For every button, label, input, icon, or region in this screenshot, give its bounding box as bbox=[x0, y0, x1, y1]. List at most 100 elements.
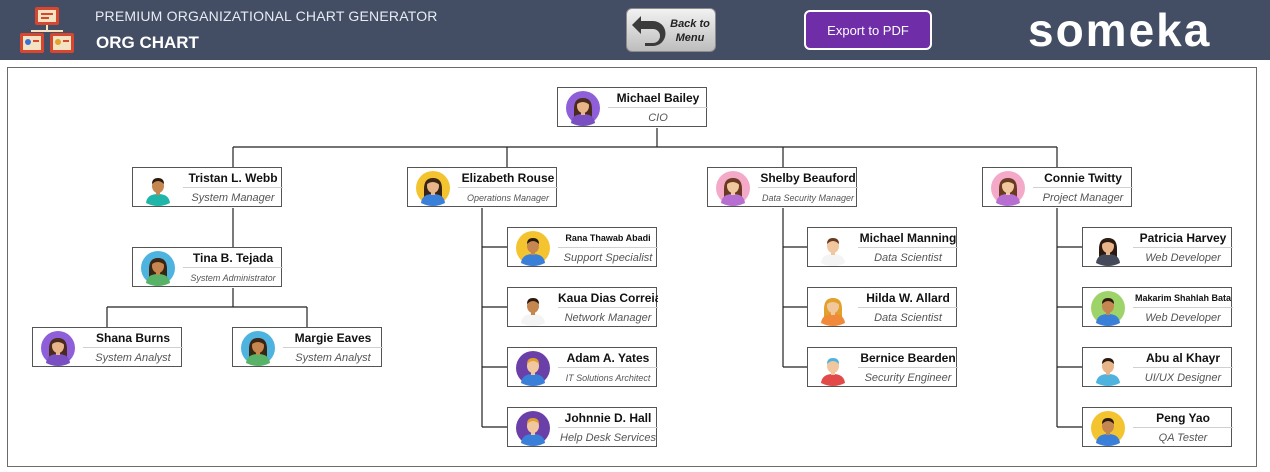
employee-name: Kaua Dias Correia bbox=[558, 288, 658, 308]
employee-role: Operations Manager bbox=[466, 193, 550, 203]
employee-name: Shelby Beauford bbox=[758, 168, 858, 188]
woman-purple-icon bbox=[33, 328, 83, 368]
employee-name: Makarim Shahlah Bata bbox=[1133, 288, 1233, 308]
org-chart-app-icon bbox=[20, 7, 74, 53]
employee-role: UI/UX Designer bbox=[1144, 372, 1222, 384]
woman-purple-icon bbox=[558, 88, 608, 128]
employee-name: Johnnie D. Hall bbox=[558, 408, 658, 428]
employee-role: Data Scientist bbox=[874, 252, 942, 264]
employee-name: Rana Thawab Abadi bbox=[558, 228, 658, 248]
employee-name: Michael Manning bbox=[858, 228, 958, 248]
employee-role: Web Developer bbox=[1145, 312, 1221, 324]
back-to-menu-button[interactable]: Back to Menu bbox=[626, 8, 716, 52]
woman-dark-icon bbox=[1083, 228, 1133, 268]
woman-pink-icon bbox=[983, 168, 1033, 208]
employee-name: Michael Bailey bbox=[608, 88, 708, 108]
back-arrow-icon bbox=[632, 16, 666, 46]
employee-name: Bernice Bearden bbox=[858, 348, 958, 368]
card-info: Peng Yao QA Tester bbox=[1133, 408, 1233, 448]
woman-green-icon bbox=[233, 328, 283, 368]
man-tie-icon bbox=[508, 288, 558, 328]
employee-name: Tina B. Tejada bbox=[183, 248, 283, 268]
employee-role: Help Desk Services bbox=[560, 432, 656, 444]
export-to-pdf-button[interactable]: Export to PDF bbox=[804, 10, 932, 50]
woman-green-icon bbox=[133, 248, 183, 288]
employee-role: System Manager bbox=[191, 192, 275, 204]
logo-text: someka bbox=[1028, 6, 1211, 56]
man-purple-icon bbox=[508, 408, 558, 448]
employee-role: System Analyst bbox=[95, 352, 171, 364]
app-title: PREMIUM ORGANIZATIONAL CHART GENERATOR bbox=[95, 8, 438, 24]
man-purple-icon bbox=[508, 348, 558, 388]
man-green-icon bbox=[1083, 288, 1133, 328]
employee-name: Shana Burns bbox=[83, 328, 183, 348]
man-white-icon bbox=[808, 228, 858, 268]
org-card-adam-yates[interactable]: Adam A. Yates IT Solutions Architect bbox=[507, 347, 658, 388]
employee-role: Data Scientist bbox=[874, 312, 942, 324]
woman-blue-icon bbox=[408, 168, 458, 208]
employee-name: Abu al Khayr bbox=[1133, 348, 1233, 368]
employee-role: Network Manager bbox=[564, 312, 652, 324]
man-beard-icon bbox=[1083, 408, 1133, 448]
card-info: Adam A. Yates IT Solutions Architect bbox=[558, 348, 658, 388]
back-to-menu-label: Back to Menu bbox=[670, 18, 710, 44]
man-red-icon bbox=[808, 348, 858, 388]
man-blue-icon bbox=[1083, 348, 1133, 388]
employee-name: Peng Yao bbox=[1133, 408, 1233, 428]
employee-role: QA Tester bbox=[1158, 432, 1208, 444]
man-teal-icon bbox=[133, 168, 183, 208]
employee-name: Connie Twitty bbox=[1033, 168, 1133, 188]
employee-role: Web Developer bbox=[1145, 252, 1221, 264]
woman-pink-icon bbox=[708, 168, 758, 208]
page-title: ORG CHART bbox=[96, 33, 199, 52]
employee-role: Data Security Manager bbox=[761, 193, 855, 203]
employee-name: Adam A. Yates bbox=[558, 348, 658, 368]
employee-name: Patricia Harvey bbox=[1133, 228, 1233, 248]
employee-name: Elizabeth Rouse bbox=[458, 168, 558, 188]
employee-name: Hilda W. Allard bbox=[858, 288, 958, 308]
man-beard-icon bbox=[508, 228, 558, 268]
employee-role: System Administrator bbox=[190, 273, 276, 283]
woman-blonde-icon bbox=[808, 288, 858, 328]
employee-name: Tristan L. Webb bbox=[183, 168, 283, 188]
employee-role: Support Specialist bbox=[563, 252, 653, 264]
employee-role: IT Solutions Architect bbox=[565, 373, 651, 383]
employee-role: System Analyst bbox=[295, 352, 371, 364]
org-card-peng-yao[interactable]: Peng Yao QA Tester bbox=[1082, 407, 1233, 448]
employee-role: CIO bbox=[648, 112, 668, 124]
header-bar: PREMIUM ORGANIZATIONAL CHART GENERATOR O… bbox=[0, 0, 1270, 60]
